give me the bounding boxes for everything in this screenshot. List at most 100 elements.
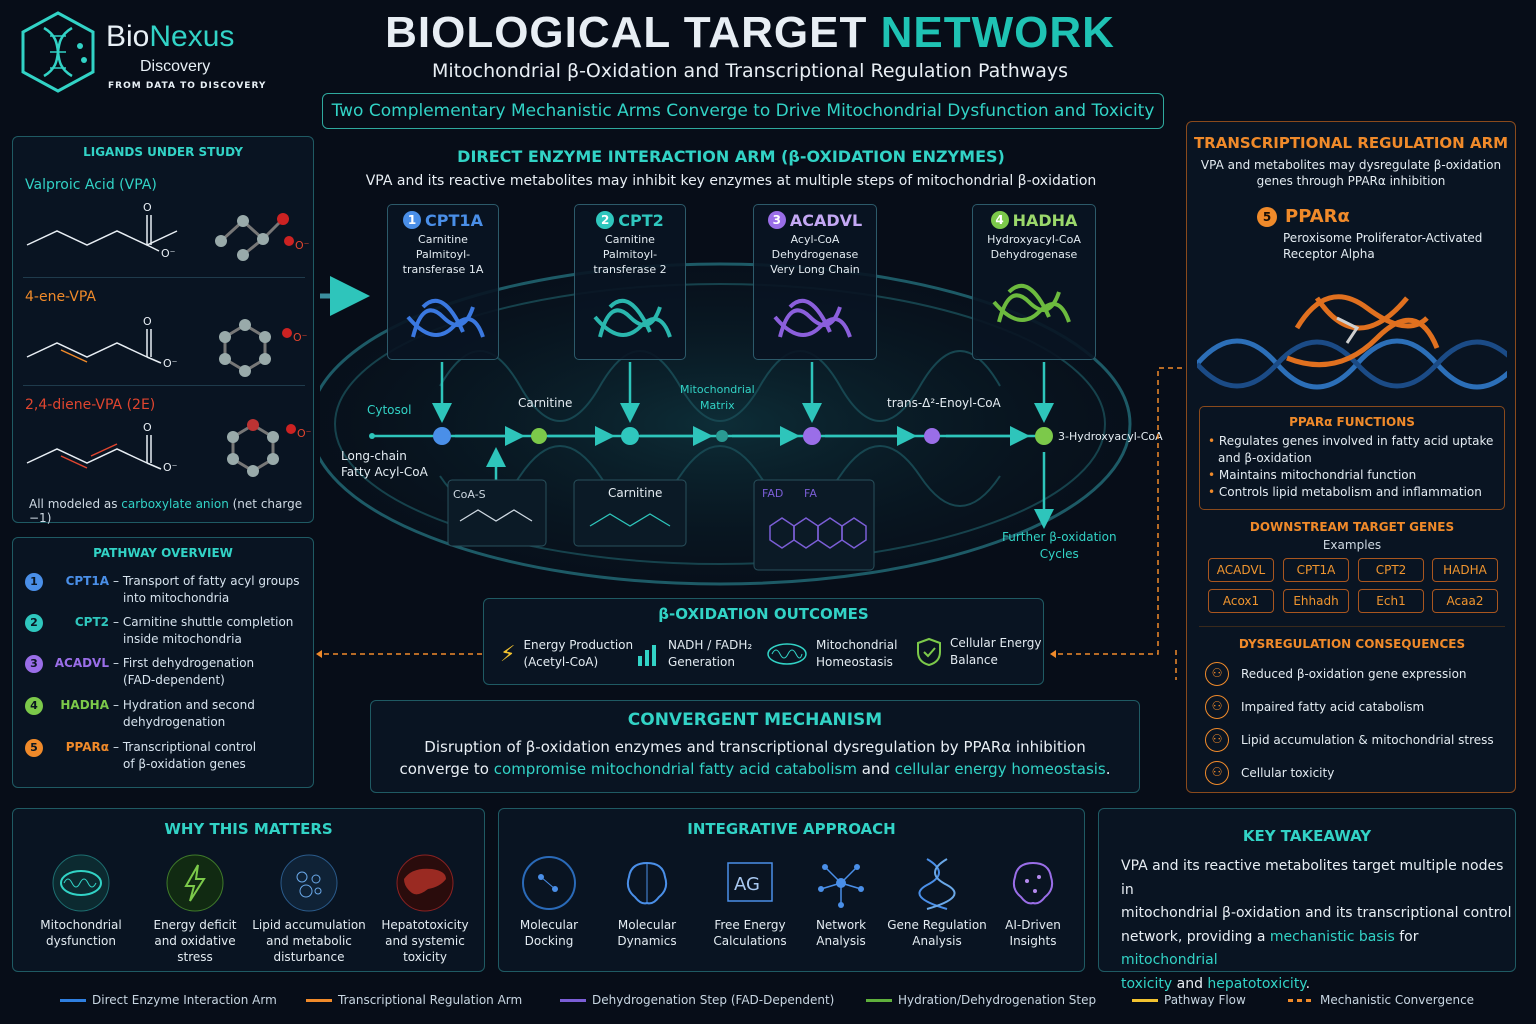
why-text-3: stress [177,950,213,964]
ppara-dna-structure [1197,294,1507,390]
svg-text:AG: AG [734,874,760,895]
step-number: 1 [25,573,43,591]
enzyme-full-name: Acyl-CoA Dehydrogenase [771,233,859,261]
takeaway-frag: toxicity [1121,975,1173,992]
svg-text:O⁻: O⁻ [297,427,311,440]
further-label-1: Further β-oxidation [1002,530,1117,544]
step-code: PPARα [65,740,109,754]
convergent-line1: Disruption of β-oxidation enzymes and tr… [424,738,1086,756]
svg-text:O: O [143,315,152,328]
legend-label: Pathway Flow [1164,993,1246,1007]
legend-swatch [1288,998,1314,1002]
docking-icon [522,856,576,910]
step-desc2: into mitochondria [123,591,230,605]
consequence-text: Impaired fatty acid catabolism [1241,700,1425,714]
lipid-droplet-icon [280,854,338,912]
legend-swatch [866,998,892,1002]
outcome-l1: Cellular Energy [950,636,1042,650]
why-text-1: Hepatotoxicity [381,918,469,932]
takeaway-header: KEY TAKEAWAY [1242,827,1372,845]
takeaway-line: mitochondrial β-oxidation and its transc… [1121,905,1512,921]
step-code: CPT1A [65,574,109,588]
consequence-item: ⚇ Reduced β-oxidation gene expression [1205,662,1467,686]
page-title-a: BIOLOGICAL TARGET [385,8,881,57]
hydroxy-label: 3-Hydroxyacyl-CoA [1058,430,1163,443]
brain-icon [626,861,668,905]
integrative-text-1: Network [815,918,867,932]
ligands-header: LIGANDS UNDER STUDY [83,145,243,159]
convergence-arrows [316,367,1182,680]
person-icon: ⚇ [1205,728,1229,752]
carnitine-structure-box [573,479,687,547]
step-code: HADHA [60,698,109,712]
pathway-node [621,427,639,445]
genes-header: DOWNSTREAM TARGET GENES [1249,520,1455,534]
brand-name: BioNexus [106,20,234,54]
ligands-note: All modeled as carboxylate anion (net ch… [29,497,313,525]
pathway-node [1035,427,1053,445]
network-icon [818,864,864,908]
ppara-name: PPARα [1285,206,1350,227]
svg-text:O⁻: O⁻ [163,357,178,370]
ligands-panel: LIGANDS UNDER STUDY Valproic Acid (VPA) … [12,136,314,525]
takeaway-frag: and [1172,975,1208,992]
integrative-text-2: Dynamics [617,934,677,948]
outcome-l1: Energy Production [523,638,634,652]
step-desc2: inside mitochondria [123,632,242,646]
enzyme-full-name-2: transferase 2 [593,263,667,276]
ligands-note-b: carboxylate anion [121,497,229,511]
vpa-structure [26,215,178,252]
transcription-header: TRANSCRIPTIONAL REGULATION ARM [1193,134,1509,152]
bar-chart-icon [638,645,656,666]
svg-text:O⁻: O⁻ [295,239,310,252]
convergent-line2: converge to compromise mitochondrial fat… [371,760,1139,778]
brand-name-a: Bio [106,20,150,53]
ligands-note-c: (net charge −1) [29,497,303,525]
ligand-structures: O O⁻ O⁻ O O⁻ O⁻ O O⁻ O⁻ [26,201,311,477]
pathway-node [433,427,451,445]
convergent-line2-c: and [856,760,895,778]
consequence-text: Reduced β-oxidation gene expression [1241,667,1467,681]
fa-label: FA [804,487,817,500]
takeaway-frag: network, providing a [1121,928,1270,945]
legend-item: Dehydrogenation Step (FAD-Dependent) [560,993,834,1007]
ligands-note-a: All modeled as [29,497,122,511]
legend-swatch [306,998,332,1002]
legend-label: Direct Enzyme Interaction Arm [92,993,277,1007]
consequences-header: DYSREGULATION CONSEQUENCES [1238,637,1466,651]
outcomes-panel: β-OXIDATION OUTCOMES ⚡ Energy Production… [483,598,1044,685]
page-title: BIOLOGICAL TARGET NETWORK [380,8,1120,58]
svg-text:O⁻: O⁻ [163,461,178,474]
direct-arm-sub: VPA and its reactive metabolites may inh… [365,173,1097,189]
legend-item: Direct Enzyme Interaction Arm [60,993,277,1007]
ai-brain-icon [1012,861,1054,905]
function-item: • Controls lipid metabolism and inflamma… [1208,485,1482,499]
integrative-text-2: Docking [524,934,574,948]
outcome-l2: Generation [668,655,735,669]
why-text-3: toxicity [403,950,447,964]
person-icon: ⚇ [1205,662,1229,686]
integrative-text-1: Molecular [519,918,579,932]
pathway-node [531,428,547,444]
divider [23,277,305,278]
enzyme-full-name-2: transferase 1A [402,263,484,276]
step-code: CPT2 [74,615,109,629]
protein-structure-icon [593,298,672,338]
legend-label: Hydration/Dehydrogenation Step [898,993,1097,1007]
legend-item: Mechanistic Convergence [1288,993,1474,1007]
step-number: 4 [25,697,43,715]
svg-text:O⁻: O⁻ [293,331,308,344]
